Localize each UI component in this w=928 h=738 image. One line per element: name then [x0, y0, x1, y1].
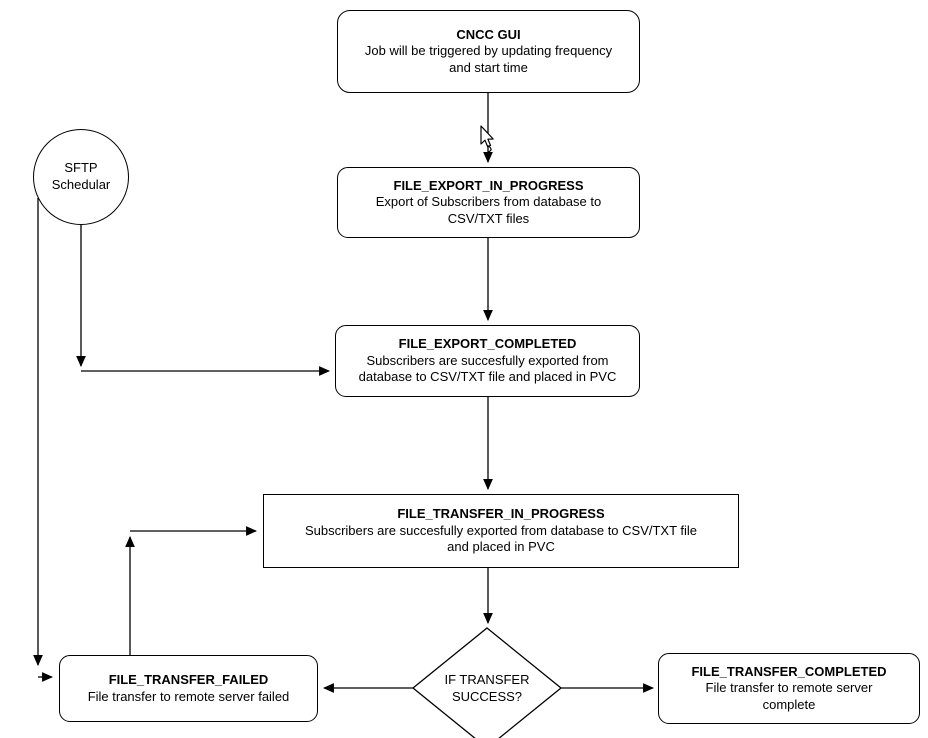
node-file-transfer-in-progress-desc: Subscribers are succesfully exported fro…	[304, 522, 698, 555]
node-file-export-completed-title: FILE_EXPORT_COMPLETED	[398, 336, 577, 352]
node-file-export-in-progress-desc: Export of Subscribers from database to C…	[375, 194, 602, 226]
decision-diamond-shape[interactable]	[411, 627, 563, 738]
node-file-transfer-failed[interactable]: FILE_TRANSFER_FAILED File transfer to re…	[59, 655, 318, 722]
node-file-transfer-failed-title: FILE_TRANSFER_FAILED	[108, 671, 269, 687]
node-file-export-completed[interactable]: FILE_EXPORT_COMPLETED Subscribers are su…	[335, 325, 640, 397]
node-cncc-gui[interactable]: CNCC GUI Job will be triggered by updati…	[337, 10, 640, 93]
decision-label: IF TRANSFER SUCCESS?	[444, 672, 530, 704]
node-file-transfer-failed-desc: File transfer to remote server failed	[87, 688, 290, 704]
node-cncc-gui-title: CNCC GUI	[456, 26, 521, 42]
node-file-transfer-completed-title: FILE_TRANSFER_COMPLETED	[691, 663, 887, 679]
node-cncc-gui-desc: Job will be triggered by updating freque…	[364, 43, 613, 75]
node-file-transfer-in-progress[interactable]: FILE_TRANSFER_IN_PROGRESS Subscribers ar…	[263, 494, 739, 568]
node-file-export-completed-desc: Subscribers are succesfully exported fro…	[358, 352, 617, 385]
node-file-transfer-completed-desc: File transfer to remote server complete	[705, 680, 873, 712]
node-file-export-in-progress[interactable]: FILE_EXPORT_IN_PROGRESS Export of Subscr…	[337, 167, 640, 238]
node-sftp-scheduler-label: SFTP Schedular	[51, 160, 111, 192]
node-file-export-in-progress-title: FILE_EXPORT_IN_PROGRESS	[393, 177, 584, 193]
node-file-transfer-in-progress-title: FILE_TRANSFER_IN_PROGRESS	[397, 506, 605, 522]
node-sftp-scheduler[interactable]: SFTP Schedular	[33, 129, 129, 225]
node-file-transfer-completed[interactable]: FILE_TRANSFER_COMPLETED File transfer to…	[658, 653, 920, 724]
